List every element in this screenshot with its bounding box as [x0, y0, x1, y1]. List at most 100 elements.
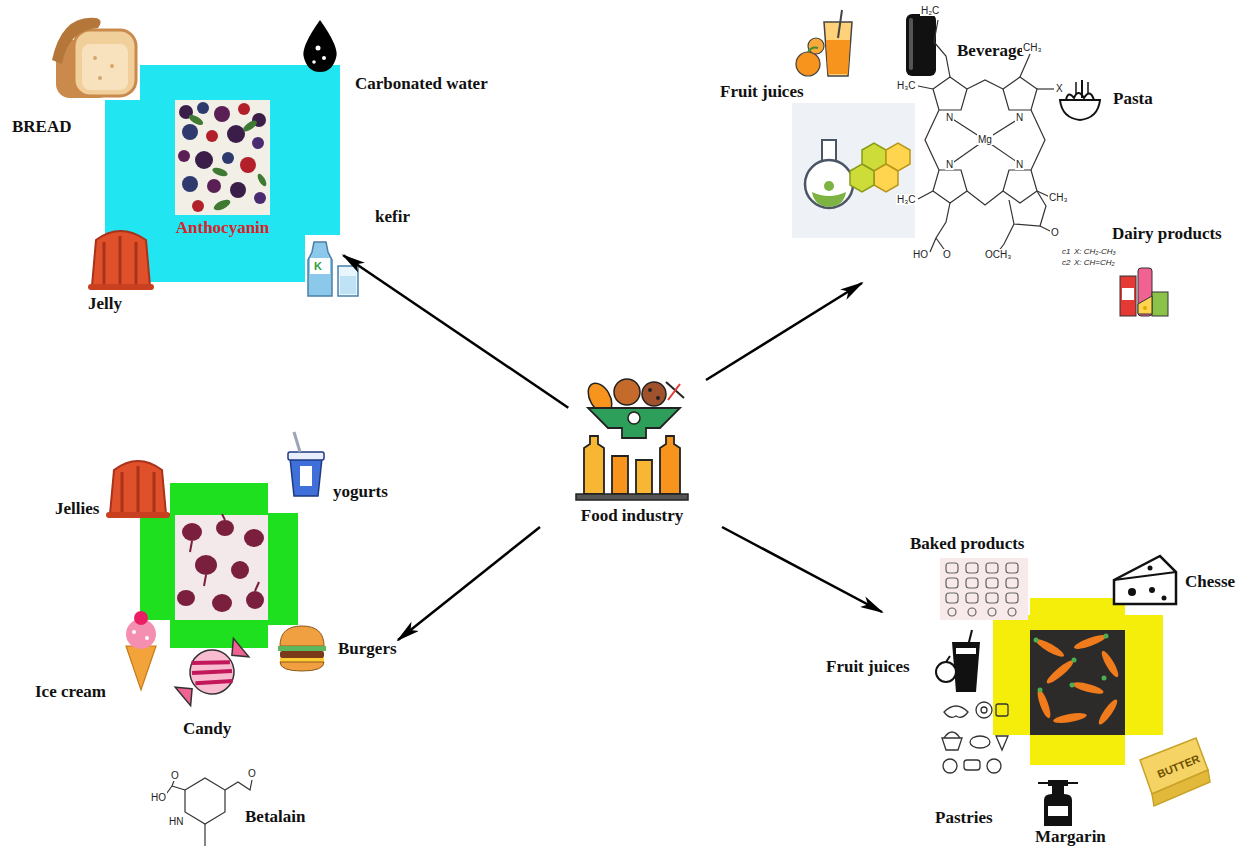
kefir-icon	[308, 242, 358, 296]
pastries-icon	[942, 738, 962, 750]
atom-label: N	[1015, 159, 1024, 170]
arrow	[706, 283, 862, 380]
pigment-name: Betalain	[245, 807, 305, 827]
food-industry-icon	[614, 379, 640, 405]
product-label: Fruit juices	[826, 657, 910, 677]
carotenoid-panel	[1072, 680, 1105, 696]
water-drop-icon	[322, 56, 326, 60]
anthocyanin-panel	[195, 151, 213, 169]
jelly-icon	[92, 231, 150, 286]
betalain-panel	[182, 523, 202, 541]
product-label: Pasta	[1113, 89, 1153, 109]
bread-icon	[74, 30, 136, 96]
baked-products-icon	[988, 608, 996, 616]
extraction-icon	[805, 160, 853, 208]
betalain-panel	[175, 515, 268, 620]
carotenoid-panel	[1030, 630, 1125, 735]
product-label: Beverage	[957, 41, 1024, 61]
fruit-juice-icon	[808, 48, 818, 53]
pastries-icon	[942, 702, 1008, 773]
baked-products-icon	[946, 578, 958, 588]
baked-products-icon	[946, 593, 958, 603]
fruit-juice-icon	[968, 630, 972, 646]
bread-icon	[93, 56, 97, 60]
chlorophyll-structure	[1031, 110, 1045, 170]
variant-label: c1	[1062, 248, 1070, 257]
baked-products-icon	[1006, 578, 1018, 588]
fruit-juice-icon	[838, 10, 842, 38]
hub-node: Food industry	[570, 372, 694, 530]
product-label: kefir	[375, 207, 410, 227]
chlorophyll-structure	[934, 20, 950, 77]
atom-label: O	[170, 770, 180, 781]
pigment-panel: Anthocyanin	[105, 65, 340, 282]
extraction-icon	[812, 192, 846, 207]
extraction-icon	[822, 140, 836, 162]
jelly-icon	[104, 236, 136, 286]
food-industry-icon	[576, 379, 688, 500]
ice-cream-icon	[145, 636, 149, 640]
anthocyanin-panel	[222, 152, 234, 164]
dairy-products-icon	[1143, 306, 1147, 310]
jellies-icon	[122, 466, 154, 514]
candy-icon	[184, 644, 240, 700]
extraction-icon	[850, 164, 874, 192]
carotenoid-panel	[1104, 634, 1109, 639]
pastries-icon	[996, 736, 1008, 750]
bread-icon	[52, 18, 136, 98]
cheese-icon	[1149, 587, 1155, 593]
baked-products-icon	[966, 578, 978, 588]
arrow-connector	[343, 255, 568, 407]
food-industry-icon	[660, 436, 680, 494]
product-label: BREAD	[12, 117, 72, 137]
product-label: yogurts	[333, 482, 388, 502]
burger-icon	[280, 662, 324, 671]
cheese-icon	[1162, 596, 1167, 601]
chlorophyll-structure	[930, 203, 950, 252]
extraction-icon	[824, 181, 834, 191]
candy-icon	[181, 641, 243, 703]
baked-products-icon	[968, 608, 976, 616]
baked-products-icon	[1006, 593, 1018, 603]
margarine-icon	[1038, 782, 1078, 784]
jellies-icon	[106, 512, 170, 518]
food-industry-icon	[668, 384, 680, 400]
product-label: Chesse	[1185, 572, 1235, 592]
margarine-icon	[1038, 780, 1078, 826]
water-drop-icon	[316, 46, 321, 51]
betalain-panel	[177, 590, 195, 606]
anthocyanin-panel	[240, 157, 256, 173]
product-label: Jelly	[88, 294, 122, 314]
jellies-icon	[106, 461, 170, 518]
betalain-panel	[255, 582, 259, 591]
betalain-structure	[204, 824, 205, 846]
fruit-juice-icon	[808, 38, 824, 54]
pastries-icon	[943, 759, 957, 773]
bread-icon	[98, 76, 102, 80]
kefir-icon	[340, 276, 356, 294]
food-industry-icon	[612, 456, 628, 494]
jelly-icon	[88, 231, 154, 290]
product-label: Margarin	[1035, 827, 1106, 847]
anthocyanin-panel	[252, 137, 264, 149]
arrow	[398, 527, 540, 640]
water-drop-icon	[303, 20, 336, 72]
pastries-icon	[996, 704, 1008, 716]
betalain-panel	[216, 520, 234, 536]
anthocyanin-panel	[206, 130, 218, 142]
kefir-icon	[338, 266, 358, 296]
atom-label: H₃C	[896, 194, 917, 205]
food-industry-icon	[648, 388, 652, 392]
atom-label: Mg	[977, 134, 993, 145]
pasta-icon	[1075, 82, 1077, 94]
food-industry-icon	[656, 396, 660, 400]
product-label: Candy	[183, 719, 231, 739]
anthocyanin-panel	[256, 172, 268, 187]
chlorophyll-structure	[1003, 77, 1037, 110]
chlorophyll-structure	[967, 80, 1003, 89]
anthocyanin-panel	[227, 125, 245, 143]
anthocyanin-panel	[175, 100, 270, 215]
burger-icon	[280, 651, 324, 658]
atom-label: N	[945, 112, 954, 123]
